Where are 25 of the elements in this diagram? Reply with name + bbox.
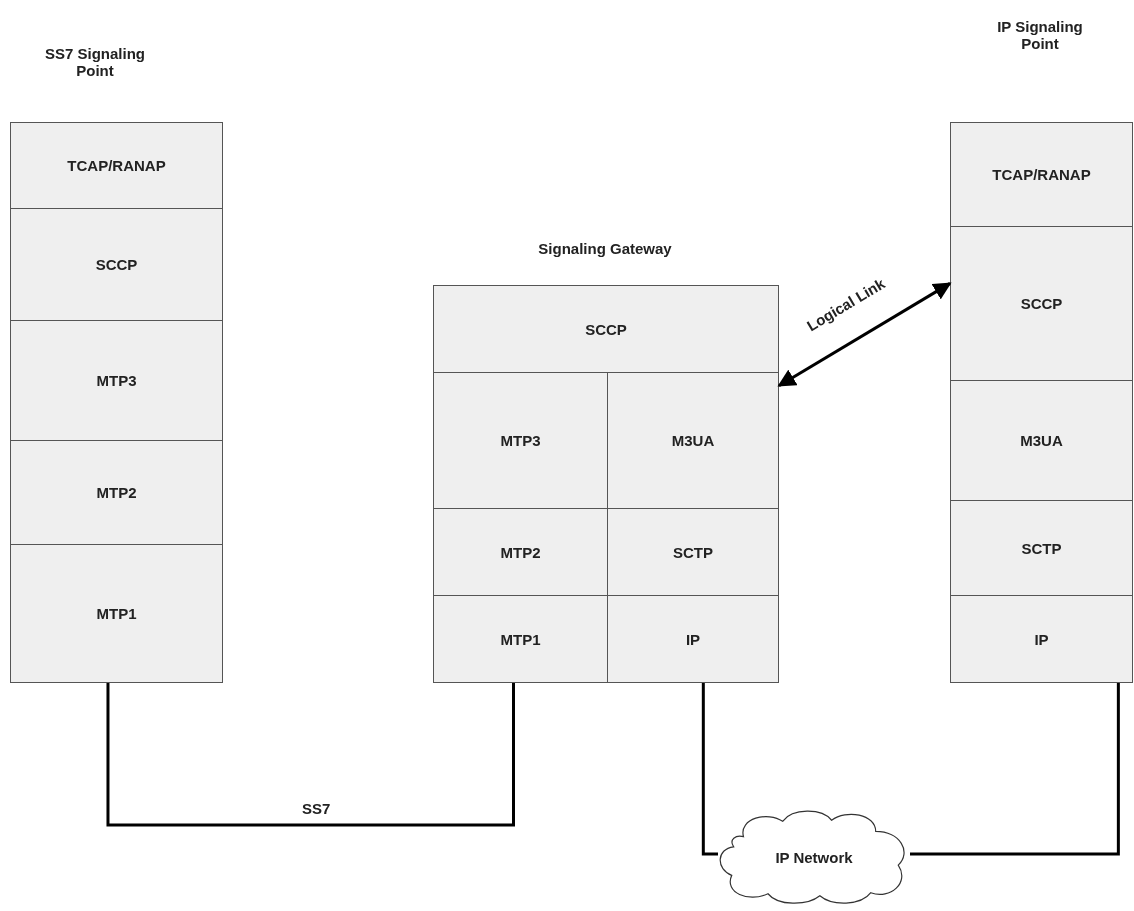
layer-label: MTP3 <box>500 432 541 449</box>
layer-label: MTP2 <box>96 484 137 501</box>
layer-label: IP <box>1034 630 1049 648</box>
layer-label: M3UA <box>671 432 715 449</box>
connector-line <box>701 683 718 856</box>
layer-label: MTP1 <box>500 630 541 648</box>
stack-heading: IP Signaling Point <box>996 18 1084 52</box>
stack-heading: Signaling Gateway <box>537 240 673 257</box>
layer-label: TCAP/RANAP <box>67 157 166 174</box>
layer-label: SCTP <box>1021 539 1062 557</box>
layer-label: IP <box>685 630 701 648</box>
layer-label: M3UA <box>1020 432 1063 449</box>
layer-label: MTP3 <box>96 372 137 389</box>
connector-line <box>106 683 515 827</box>
layer-label: MTP1 <box>96 605 137 622</box>
connector-line <box>910 683 1120 856</box>
layer-label: MTP2 <box>500 543 541 561</box>
layer-label: SCCP <box>95 256 138 273</box>
layer-label: SCCP <box>585 320 627 338</box>
layer-label: TCAP/RANAP <box>992 166 1091 183</box>
cloud-label: IP Network <box>775 848 853 866</box>
layer-label: SCCP <box>1020 295 1063 312</box>
layer-label: SCTP <box>673 543 713 561</box>
connector-line <box>777 282 952 387</box>
stack-heading: SS7 Signaling Point <box>44 45 146 79</box>
